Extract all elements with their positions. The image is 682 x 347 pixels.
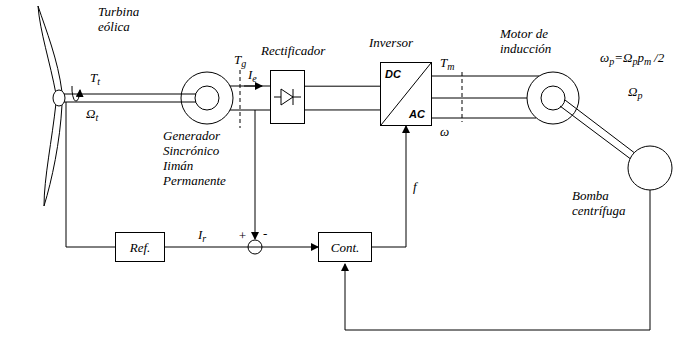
rectifier-box: Rectificador	[270, 70, 305, 124]
reference-block: Ref.	[115, 232, 165, 262]
current-symbol: I	[248, 67, 252, 82]
rotation-arrow	[72, 86, 80, 101]
subscript: m	[644, 56, 651, 67]
block-text: Cont.	[331, 240, 360, 255]
generator-label: Generador Sincrónico Iimán Permanente	[163, 128, 239, 188]
speed-symbol: Ω	[628, 84, 637, 99]
sign-plus: +	[238, 228, 247, 243]
turbine-label: Turbina eólica	[98, 4, 160, 34]
subscript: t	[97, 76, 100, 87]
speed-formula: p	[637, 50, 644, 65]
block-heading: Inversor	[369, 35, 413, 50]
frequency-symbol: ω	[440, 124, 449, 139]
generator-stator	[181, 72, 233, 124]
turbine-blade	[44, 103, 62, 206]
block-heading: Rectificador	[261, 43, 325, 58]
current-symbol: I	[198, 227, 202, 242]
block-text: Ref.	[130, 240, 151, 255]
speed-formula: /2	[654, 50, 664, 65]
torque-symbol: T	[440, 55, 447, 70]
speed-formula: ω	[600, 50, 609, 65]
speed-signal	[66, 102, 115, 247]
turbine-hub	[53, 90, 65, 106]
torque-symbol: T	[234, 52, 241, 67]
motor-stator	[527, 72, 579, 124]
speed-symbol: Ω	[86, 106, 95, 121]
pump-label: Bomba centrífuga	[572, 188, 638, 218]
turbine-blade	[38, 6, 62, 94]
subscript: p	[637, 90, 642, 101]
signal-connector	[305, 86, 380, 110]
signal-connector	[372, 126, 406, 247]
subscript: p	[609, 56, 614, 67]
inverter-input: DC	[385, 67, 401, 82]
subscript: r	[202, 233, 206, 244]
subscript: g	[241, 58, 246, 69]
pump-body	[628, 146, 672, 190]
controller-block: Cont.	[318, 232, 372, 262]
inverter-output: AC	[409, 107, 425, 122]
current-signal	[255, 110, 256, 239]
motor-label: Motor de inducción	[500, 26, 578, 56]
inverter-box: InversorDCAC	[380, 62, 432, 126]
speed-formula: =Ω	[614, 50, 632, 65]
sign-minus: -	[263, 226, 267, 241]
subscript: e	[252, 73, 256, 84]
signal-connector	[165, 247, 318, 248]
subscript: p	[632, 56, 637, 67]
subscript: t	[95, 112, 98, 123]
generator-rotor	[195, 86, 219, 110]
torque-symbol: T	[90, 70, 97, 85]
subscript: m	[447, 61, 454, 72]
motor-rotor	[541, 86, 565, 110]
edge-label: f	[412, 179, 418, 194]
